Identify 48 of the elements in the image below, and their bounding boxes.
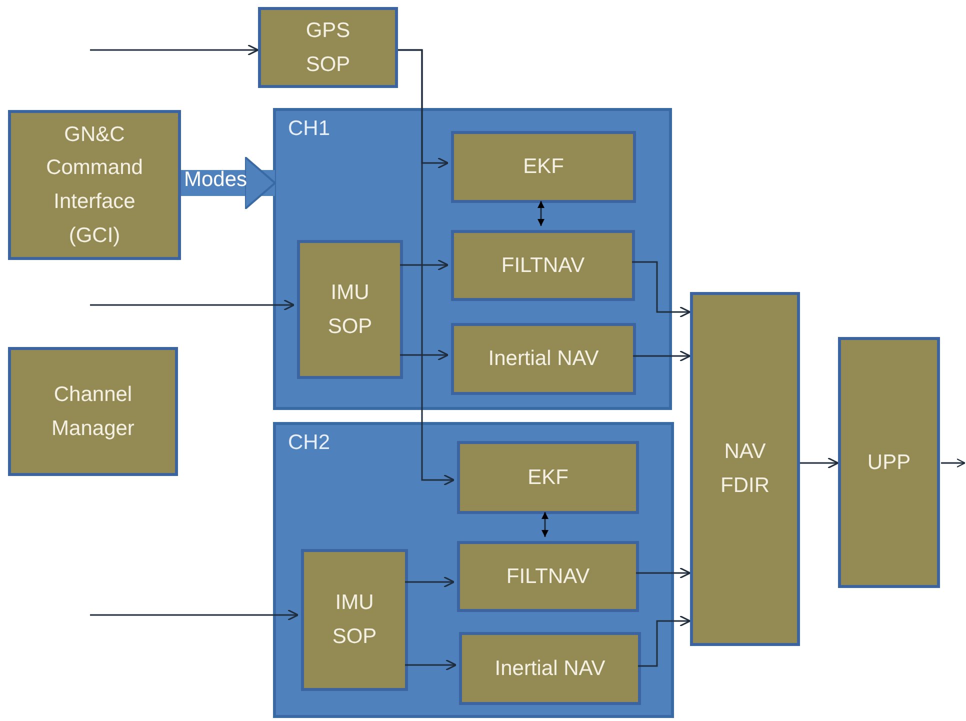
panel-title: CH2 [288,431,330,455]
arrow [632,261,691,318]
arrow [400,259,449,271]
arrow [638,615,691,667]
process-box [459,632,641,705]
arrow [400,349,449,361]
box-label: Inertial NAV [494,656,606,682]
process-box [451,131,636,203]
arrow [800,457,839,469]
box-label: GN&C Command Interface (GCI) [45,122,144,249]
box-label: NAV FDIR [720,439,770,499]
arrow [90,44,259,56]
arrow [90,609,299,621]
arrow [542,512,548,537]
box-label: FILTNAV [506,564,590,590]
arrow [538,201,544,226]
block-arrow [181,156,276,210]
arrow [405,576,455,588]
process-box [8,347,178,476]
arrow [398,49,455,486]
process-box [8,110,181,260]
process-box [301,549,408,691]
box-label: EKF [523,154,564,180]
edge-label: Modes [184,168,248,192]
channel-panel [273,108,672,410]
process-box [258,7,398,88]
process-box [451,323,636,395]
box-label: IMU SOP [326,280,374,340]
arrow [405,659,457,671]
box-label: EKF [528,464,568,491]
box-label: FILTNAV [501,252,585,279]
process-box [297,240,403,379]
panel-title: CH1 [288,117,330,141]
arrow [941,458,966,468]
process-box [451,230,635,301]
box-label: Inertial NAV [488,346,599,372]
arrow [90,299,295,311]
box-label: IMU SOP [331,590,378,650]
process-box [457,541,639,612]
process-box [690,292,800,646]
box-label: UPP [867,450,911,476]
box-label: GPS SOP [304,18,352,78]
arrow [633,350,691,362]
channel-panel [273,422,674,718]
arrow [636,567,691,579]
process-box [838,337,940,588]
box-label: Channel Manager [50,382,136,442]
process-box [457,441,639,514]
